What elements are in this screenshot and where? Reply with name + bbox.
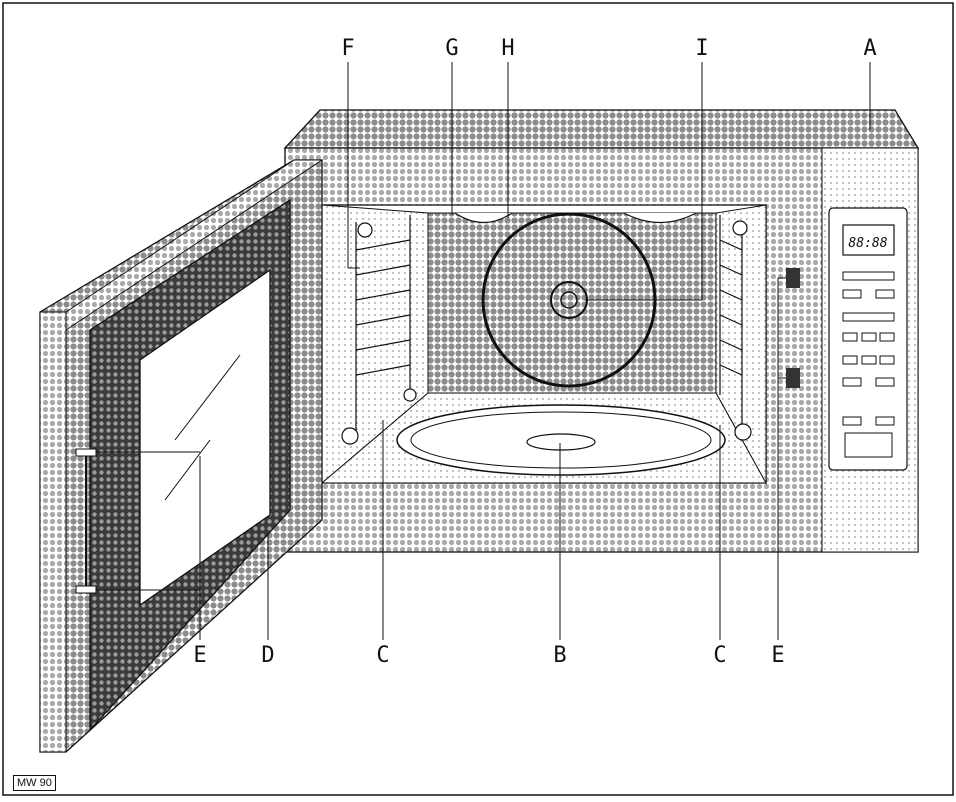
display-window bbox=[842, 224, 895, 256]
label-a: A bbox=[863, 36, 877, 61]
latch-upper bbox=[786, 268, 800, 288]
label-d: D bbox=[261, 643, 275, 668]
oven-cavity bbox=[320, 204, 767, 485]
turntable bbox=[396, 404, 726, 476]
label-c-left: C bbox=[376, 643, 390, 668]
model-tag: MW 90 bbox=[13, 775, 56, 791]
label-f: F bbox=[341, 36, 355, 61]
label-c-right: C bbox=[713, 643, 727, 668]
label-g: G bbox=[445, 36, 459, 61]
right-rack-support bbox=[719, 215, 752, 441]
label-e-right: E bbox=[771, 643, 785, 668]
display-readout: 88:88 bbox=[848, 236, 887, 251]
label-i: I bbox=[695, 36, 709, 61]
door-window bbox=[139, 268, 271, 607]
latch-lower bbox=[786, 368, 800, 388]
leader-lines bbox=[96, 62, 871, 640]
control-panel: 88:88 bbox=[828, 207, 908, 471]
door bbox=[39, 159, 324, 753]
left-rack-support bbox=[341, 215, 417, 445]
label-e-left: E bbox=[193, 643, 207, 668]
label-h: H bbox=[501, 36, 515, 61]
label-b: B bbox=[553, 643, 567, 668]
